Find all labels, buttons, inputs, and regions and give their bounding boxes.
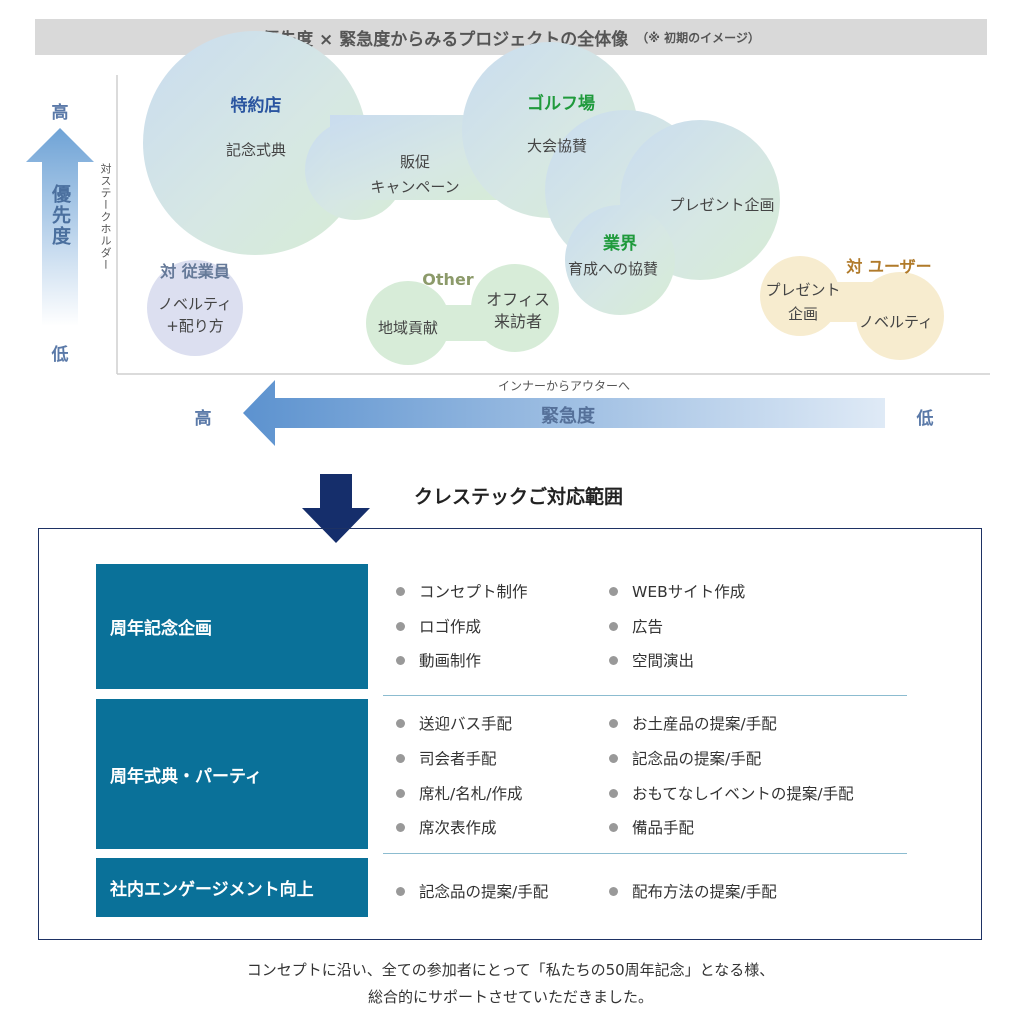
bullet-icon	[609, 622, 618, 631]
list-item: 送迎バス手配	[396, 712, 512, 734]
footer-line-1: コンセプトに沿い、全ての参加者にとって「私たちの50周年記念」となる様、	[246, 961, 775, 979]
category-ceremony-party: 周年式典・パーティ	[96, 699, 368, 849]
bullet-icon	[396, 622, 405, 631]
item-present-user: プレゼント	[765, 281, 841, 299]
bullet-icon	[609, 887, 618, 896]
item-ikusei-kyosan: 育成への協賛	[567, 260, 659, 278]
item-chiiki-koken: 地域貢献	[377, 319, 439, 337]
bullet-icon	[609, 656, 618, 665]
list-item: 席札/名札/作成	[396, 782, 522, 804]
y-axis-arrow-label: 優先度	[49, 184, 71, 247]
group-tokuyakuten: 特約店	[230, 96, 282, 116]
bullet-icon	[396, 789, 405, 798]
group-golf: ゴルフ場	[527, 94, 595, 114]
bullet-icon	[609, 823, 618, 832]
group-user: 対 ユーザー	[846, 257, 932, 276]
bullet-icon	[609, 719, 618, 728]
user-bubble	[760, 256, 944, 360]
diagram-title-note: （※ 初期のイメージ）	[636, 30, 760, 45]
bullet-icon	[609, 587, 618, 596]
bullet-icon	[396, 587, 405, 596]
down-arrow-icon	[302, 474, 370, 543]
stakeholder-blob	[143, 31, 780, 315]
scope-box	[38, 528, 982, 940]
divider	[383, 695, 907, 696]
x-axis-low: 低	[916, 409, 934, 429]
item-taikai-kyosan: 大会協賛	[526, 137, 588, 155]
urgency-arrow	[243, 380, 885, 446]
priority-urgency-diagram	[26, 31, 990, 543]
item-kubarikata: +配り方	[166, 317, 224, 335]
priority-arrow	[26, 128, 94, 326]
y-axis-low: 低	[51, 345, 69, 365]
other-bubble	[366, 264, 559, 365]
employee-bubble	[147, 260, 243, 356]
list-item: 動画制作	[396, 649, 481, 671]
group-other: Other	[422, 270, 474, 289]
x-axis-caption: インナーからアウターへ	[497, 379, 631, 393]
list-item: WEBサイト作成	[609, 580, 745, 602]
scope-title: クレステックご対応範囲	[414, 486, 624, 508]
category-label: 社内エンゲージメント向上	[110, 880, 314, 900]
y-axis-title: 対ステークホルダー	[99, 163, 112, 271]
footer-line-2: 総合的にサポートさせていただきました。	[367, 988, 653, 1006]
list-item: 配布方法の提案/手配	[609, 880, 777, 902]
bullet-icon	[396, 887, 405, 896]
list-item: コンセプト制作	[396, 580, 528, 602]
bullet-icon	[609, 754, 618, 763]
bullet-icon	[396, 656, 405, 665]
group-employee: 対 従業員	[160, 262, 230, 281]
bullet-icon	[396, 719, 405, 728]
list-item: おもてなしイベントの提案/手配	[609, 782, 854, 804]
bullet-icon	[609, 789, 618, 798]
list-item: 司会者手配	[396, 747, 497, 769]
category-label: 周年記念企画	[110, 619, 212, 639]
list-item: 広告	[609, 615, 663, 637]
item-novelty-user: ノベルティ	[858, 313, 934, 331]
item-hansoku: 販促	[399, 153, 431, 171]
category-label: 周年式典・パーティ	[110, 766, 262, 787]
category-engagement: 社内エンゲージメント向上	[96, 858, 368, 917]
list-item: 記念品の提案/手配	[396, 880, 548, 902]
list-item: ロゴ作成	[396, 615, 481, 637]
category-anniversary-planning: 周年記念企画	[96, 564, 368, 689]
divider	[383, 853, 907, 854]
list-item: 空間演出	[609, 649, 694, 671]
item-kikaku-user: 企画	[787, 305, 819, 323]
item-kinen-shikiten: 記念式典	[225, 141, 287, 159]
list-item: 席次表作成	[396, 816, 497, 838]
group-gyokai: 業界	[603, 234, 637, 254]
item-present-kikaku-golf: プレゼント企画	[669, 196, 775, 214]
item-office: オフィス	[486, 290, 550, 309]
item-novelty-employee: ノベルティ	[157, 295, 233, 313]
bullet-icon	[396, 823, 405, 832]
item-raihousha: 来訪者	[493, 312, 543, 331]
x-axis-arrow-label: 緊急度	[541, 406, 595, 427]
bullet-icon	[396, 754, 405, 763]
list-item: 備品手配	[609, 816, 694, 838]
item-campaign: キャンペーン	[370, 178, 460, 196]
y-axis-high: 高	[51, 103, 69, 123]
x-axis-high: 高	[194, 409, 212, 429]
list-item: 記念品の提案/手配	[609, 747, 761, 769]
list-item: お土産品の提案/手配	[609, 712, 777, 734]
